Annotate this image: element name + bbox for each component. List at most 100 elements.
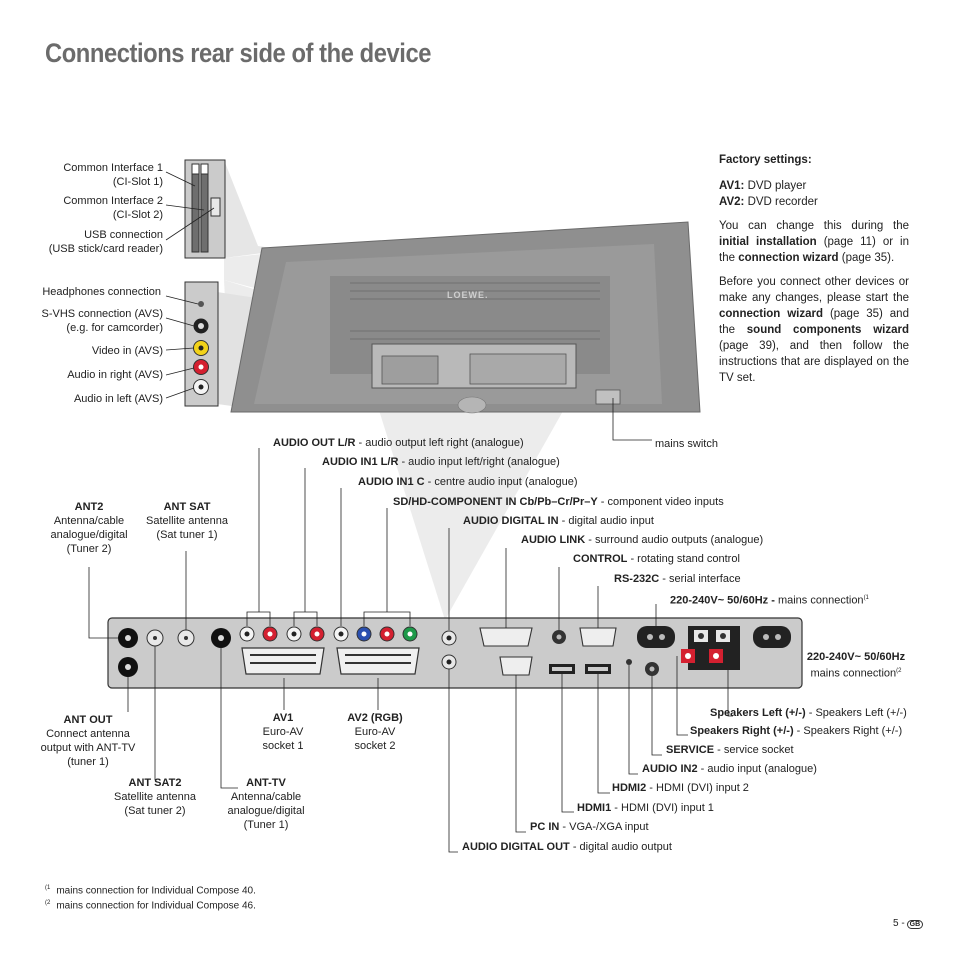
antsat2-key: ANT SAT2 xyxy=(128,777,182,789)
spkr-key: Speakers Right (+/-) xyxy=(690,725,794,737)
p1-c: (page 11) or in the xyxy=(719,236,909,264)
av1-line1: Euro-AV xyxy=(262,726,304,738)
service-key: SERVICE xyxy=(666,744,715,756)
tv-rear-housing: LOEWE. xyxy=(230,221,701,414)
mains-switch-label: mains switch xyxy=(655,438,718,450)
page-number-text: 5 - xyxy=(893,918,905,929)
audio-in1c-key: AUDIO IN1 C xyxy=(358,476,425,488)
av1-value: DVD player xyxy=(747,180,807,192)
rs232-key: RS-232C xyxy=(614,573,660,585)
pcin-desc: - VGA-/XGA input xyxy=(559,821,649,833)
hdmi2-desc: - HDMI (DVI) input 2 xyxy=(646,782,749,794)
usb-label: USB connection (USB stick/card reader) xyxy=(49,228,163,256)
mains2-sup: (2 xyxy=(896,668,902,674)
rear-connector-panel xyxy=(107,617,803,689)
mains1-desc: mains connection xyxy=(774,594,864,607)
audio-in1-desc: - audio input left/right (analogue) xyxy=(398,456,560,468)
footnote-1: (1 mains connection for Individual Compos… xyxy=(45,881,256,898)
ant-sat2-callout: ANT SAT2 Satellite antenna (Sat tuner 2) xyxy=(105,776,205,818)
audio-left-label: Audio in left (AVS) xyxy=(73,393,163,405)
mains1-callout: 220-240V~ 50/60Hz - mains connection(1 xyxy=(670,591,869,608)
p2-c: (page 35) and the xyxy=(719,308,909,336)
antout-line2: output with ANT-TV xyxy=(40,742,136,754)
p2-a: Before you connect other devices or make… xyxy=(719,276,909,304)
hdmi2-key: HDMI2 xyxy=(612,782,647,794)
av1-socket-key: AV1 xyxy=(272,712,294,724)
hdmi2-callout: HDMI2 - HDMI (DVI) input 2 xyxy=(612,781,749,795)
page-title: Connections rear side of the device xyxy=(45,38,432,68)
ci2-label: Common Interface 2 (CI-Slot 2) xyxy=(63,194,163,222)
service-desc: - service socket xyxy=(714,744,794,756)
av2-key: AV2: xyxy=(719,196,745,208)
av2-line2: socket 2 xyxy=(354,740,396,752)
antout-key: ANT OUT xyxy=(63,714,113,726)
sdhd-callout: SD/HD-COMPONENT IN Cb/Pb–Cr/Pr–Y - compo… xyxy=(393,495,724,509)
audio-in1c-callout: AUDIO IN1 C - centre audio input (analog… xyxy=(358,475,578,489)
side-leader-lines xyxy=(165,171,215,399)
audio-out-callout: AUDIO OUT L/R - audio output left right … xyxy=(273,436,524,450)
mains2-key: 220-240V~ 50/60Hz xyxy=(806,651,906,663)
hdmi1-callout: HDMI1 - HDMI (DVI) input 1 xyxy=(577,801,714,815)
ci-slot-panel xyxy=(184,159,226,259)
panel-leader-lines xyxy=(88,398,733,853)
ant2-key: ANT2 xyxy=(74,501,104,513)
anttv-key: ANT-TV xyxy=(246,777,286,789)
audio-in1-key: AUDIO IN1 L/R xyxy=(322,456,399,468)
factory-paragraph-1: You can change this during the initial i… xyxy=(719,218,909,266)
audio-digital-in-callout: AUDIO DIGITAL IN - digital audio input xyxy=(463,514,654,528)
control-callout: CONTROL - rotating stand control xyxy=(573,552,740,566)
rs232-desc: - serial interface xyxy=(659,573,741,585)
p1-e: (page 35). xyxy=(841,252,895,264)
av2-callout: AV2 (RGB) Euro-AV socket 2 xyxy=(340,711,410,753)
audio-digital-out-callout: AUDIO DIGITAL OUT - digital audio output xyxy=(462,840,672,854)
av2-socket-key: AV2 (RGB) xyxy=(347,712,403,724)
factory-settings-box: Factory settings: AV1: DVD player AV2: D… xyxy=(719,152,909,394)
anttv-line1: Antenna/cable xyxy=(230,791,302,803)
anttv-line2: analogue/digital xyxy=(227,805,305,817)
ci2-sub: (CI-Slot 2) xyxy=(112,209,163,221)
antsat2-line2: (Sat tuner 2) xyxy=(124,805,186,817)
antsat-line2: (Sat tuner 1) xyxy=(156,529,218,541)
usb-sub: (USB stick/card reader) xyxy=(48,243,163,255)
av2-value: DVD recorder xyxy=(747,196,818,208)
spkl-desc: - Speakers Left (+/-) xyxy=(805,707,907,719)
antout-line1: Connect antenna xyxy=(46,728,130,740)
mains1-key: 220-240V~ 50/60Hz - xyxy=(670,594,775,607)
anttv-line3: (Tuner 1) xyxy=(243,819,289,831)
fn1-mark: (1 xyxy=(45,885,51,891)
ant2-line2: analogue/digital xyxy=(50,529,128,541)
gb-badge: GB xyxy=(906,920,924,929)
antsat-line1: Satellite antenna xyxy=(146,515,228,527)
p2-e: (page 39), and then follow the instructi… xyxy=(719,340,909,384)
adin-desc: - digital audio input xyxy=(558,515,654,527)
hdmi1-desc: - HDMI (DVI) input 1 xyxy=(611,802,714,814)
rs232-callout: RS-232C - serial interface xyxy=(614,572,741,586)
audio-link-callout: AUDIO LINK - surround audio outputs (ana… xyxy=(521,533,763,547)
antout-line3: (tuner 1) xyxy=(67,756,109,768)
fn1-text: mains connection for Individual Compose … xyxy=(56,885,256,897)
service-callout: SERVICE - service socket xyxy=(666,743,794,757)
ci1-label: Common Interface 1 (CI-Slot 1) xyxy=(63,161,163,189)
p1-d: connection wizard xyxy=(738,252,839,264)
audio-in2-callout: AUDIO IN2 - audio input (analogue) xyxy=(642,762,817,776)
ain2-desc: - audio input (analogue) xyxy=(697,763,817,775)
adin-key: AUDIO DIGITAL IN xyxy=(463,515,559,527)
speakers-right-callout: Speakers Right (+/-) - Speakers Right (+… xyxy=(690,724,902,738)
audio-in1c-desc: - centre audio input (analogue) xyxy=(424,476,578,488)
svhs-sub: (e.g. for camcorder) xyxy=(66,322,163,334)
audio-out-key: AUDIO OUT L/R xyxy=(273,437,356,449)
alink-desc: - surround audio outputs (analogue) xyxy=(585,534,764,546)
mains1-sup: (1 xyxy=(863,595,869,601)
av1-line2: socket 1 xyxy=(262,740,304,752)
mains2-callout: 220-240V~ 50/60Hz mains connection(2 xyxy=(800,650,912,681)
ant2-line1: Antenna/cable xyxy=(53,515,125,527)
av1-key: AV1: xyxy=(719,180,745,192)
p1-a: You can change this during the xyxy=(719,220,909,232)
av2-line1: Euro-AV xyxy=(354,726,396,738)
control-key: CONTROL xyxy=(573,553,628,565)
ci1-sub: (CI-Slot 1) xyxy=(112,176,163,188)
audio-out-desc: - audio output left right (analogue) xyxy=(355,437,524,449)
avs-side-panel xyxy=(184,281,219,407)
